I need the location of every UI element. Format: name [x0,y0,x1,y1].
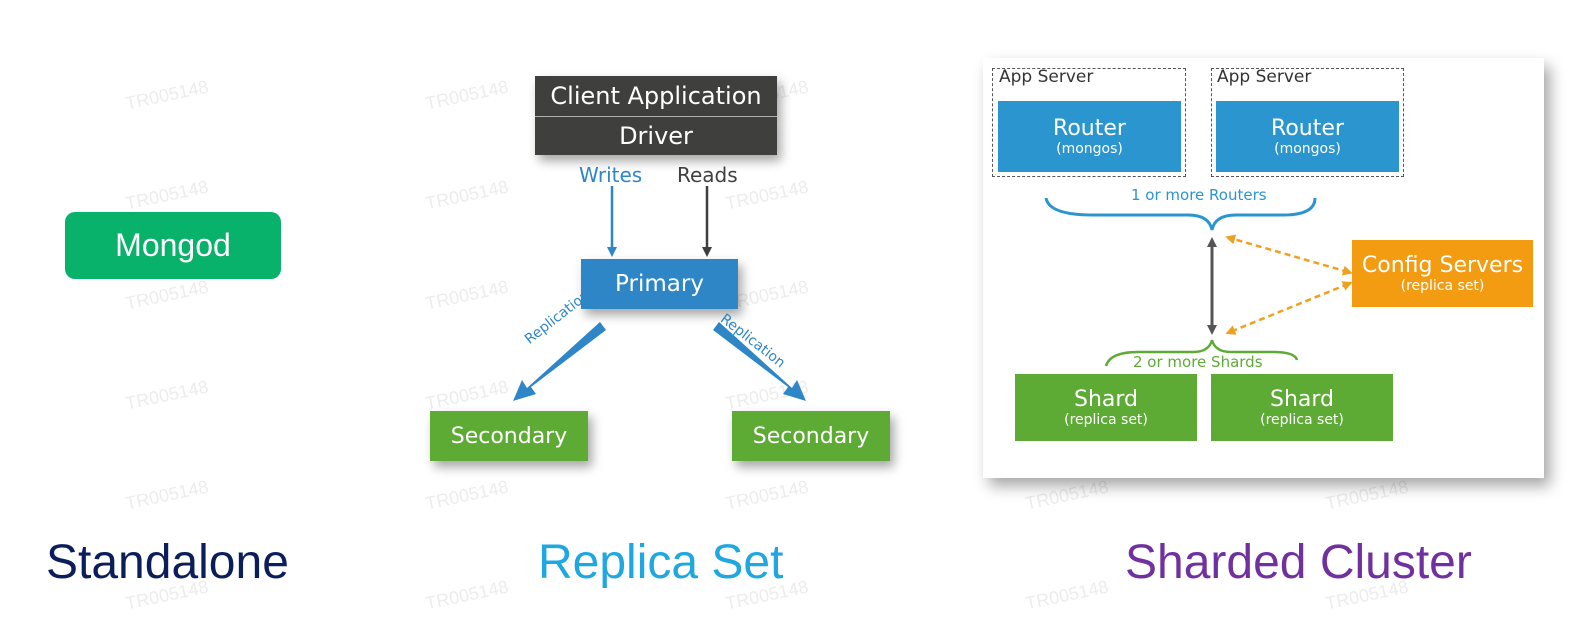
client-application-box: Client Application [535,76,777,117]
router-sub-label: (mongos) [1056,140,1123,157]
router-label: Router [1271,115,1344,141]
config-servers-label: Config Servers [1361,252,1524,278]
router-sub-label: (mongos) [1274,140,1341,157]
shard-node: Shard (replica set) [1015,374,1197,441]
secondary-node: Secondary [732,411,890,461]
secondary-label: Secondary [450,423,568,449]
sharded-cluster-connectors [1044,197,1353,367]
config-servers-sub-label: (replica set) [1400,277,1485,294]
primary-label: Primary [615,271,704,297]
shard-label: Shard [1269,386,1334,412]
config-shard-arrow [1225,281,1353,335]
app-server-group [992,68,1186,177]
driver-box: Driver [535,117,777,155]
app-server-label: App Server [999,67,1094,87]
shard-label: Shard [1073,386,1138,412]
config-servers-node: Config Servers (replica set) [1352,240,1533,307]
routers-note: 1 or more Routers [1131,186,1267,204]
secondary-label: Secondary [752,423,870,449]
sharded-cluster-panel: App Server Router (mongos) App Server Ro… [983,58,1544,478]
sharded-cluster-title: Sharded Cluster [1125,536,1472,589]
replica-set-title: Replica Set [538,536,784,589]
shards-brace [1104,339,1299,367]
mongod-label: Mongod [115,227,231,263]
primary-node: Primary [581,259,738,309]
replication-arrow-left [513,322,606,401]
reads-label: Reads [677,163,738,187]
config-router-arrow [1225,234,1353,276]
mongod-node: Mongod [65,212,281,279]
shard-sub-label: (replica set) [1064,411,1148,428]
secondary-node: Secondary [430,411,588,461]
writes-label: Writes [579,163,643,187]
shards-note: 2 or more Shards [1133,353,1263,371]
app-server-label: App Server [1217,67,1312,87]
router-node: Router (mongos) [998,101,1181,172]
app-server-group [1211,68,1404,177]
routers-brace [1044,197,1317,231]
router-node: Router (mongos) [1216,101,1399,172]
standalone-title: Standalone [46,536,289,589]
router-label: Router [1053,115,1126,141]
replication-arrow-right [713,322,806,401]
client-application-label: Client Application [550,82,762,110]
shard-node: Shard (replica set) [1211,374,1393,441]
driver-label: Driver [619,122,693,150]
shard-sub-label: (replica set) [1260,411,1344,428]
